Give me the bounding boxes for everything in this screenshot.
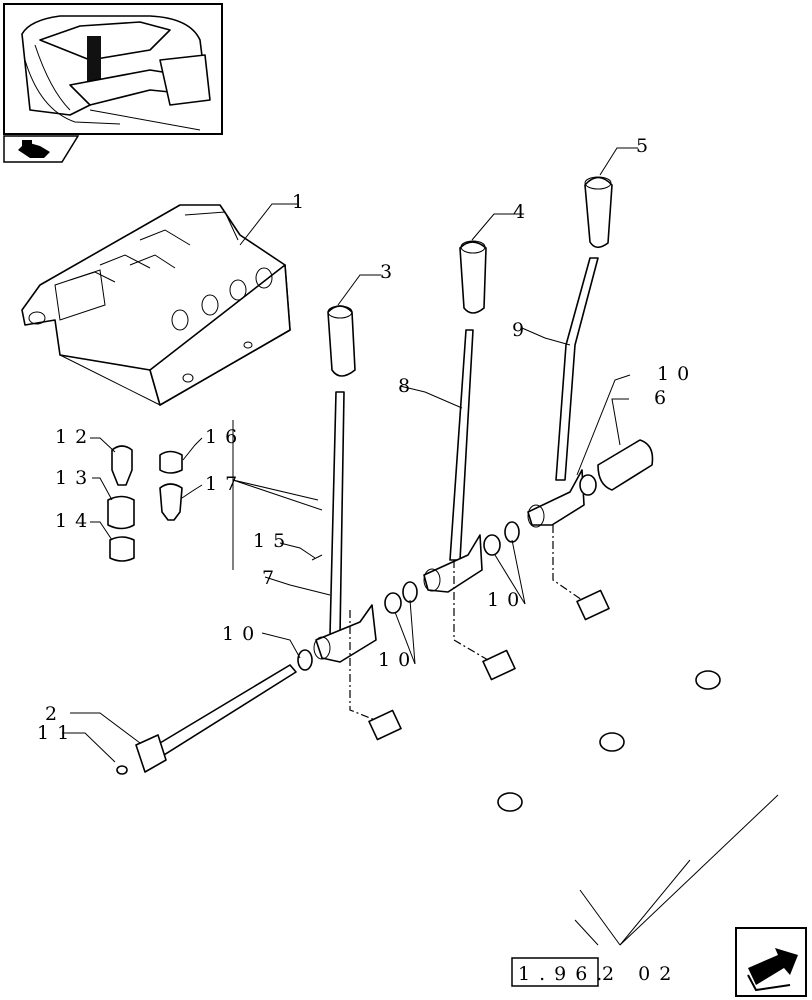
reference-box: 1.96. 2 02 bbox=[511, 957, 680, 987]
callout-6: 6 bbox=[654, 387, 674, 409]
tractor-cab-thumbnail-icon bbox=[3, 3, 223, 135]
reference-prefix: 1.96. bbox=[518, 963, 611, 985]
cables bbox=[368, 589, 781, 921]
small-parts bbox=[107, 445, 323, 562]
knob-4 bbox=[459, 240, 487, 314]
callout-14: 14 bbox=[55, 510, 95, 532]
callout-8: 8 bbox=[398, 375, 418, 397]
callout-5: 5 bbox=[636, 135, 656, 157]
callout-11: 11 bbox=[37, 722, 77, 744]
shaft-part-2 bbox=[116, 664, 297, 775]
next-page-arrow-icon[interactable] bbox=[735, 927, 807, 997]
lever-8 bbox=[423, 329, 483, 593]
callout-2: 2 bbox=[45, 703, 65, 725]
alignment-lines bbox=[232, 420, 583, 721]
hand-pointer-icon[interactable] bbox=[3, 135, 80, 163]
reference-suffix: 2 02 bbox=[602, 963, 680, 985]
lever-9 bbox=[527, 257, 599, 528]
knob-5 bbox=[584, 176, 613, 249]
callout-4: 4 bbox=[513, 201, 533, 223]
lever-7 bbox=[313, 391, 377, 663]
callout-12: 12 bbox=[55, 426, 95, 448]
knob-3 bbox=[327, 305, 356, 377]
callout-16: 16 bbox=[205, 426, 245, 448]
callout-9: 9 bbox=[512, 319, 532, 341]
bracket-part bbox=[21, 204, 291, 406]
callout-13: 13 bbox=[55, 467, 95, 489]
callout-labels: 1 2 3 4 5 6 7 8 9 10 10 10 10 11 12 13 1… bbox=[37, 135, 697, 744]
callout-1: 1 bbox=[292, 191, 312, 213]
callout-10-left: 10 bbox=[222, 623, 262, 645]
callout-10-right: 10 bbox=[487, 589, 527, 611]
callout-15: 15 bbox=[253, 530, 293, 552]
callout-10-upper: 10 bbox=[657, 363, 697, 385]
washers bbox=[297, 439, 654, 671]
callout-10-middle: 10 bbox=[378, 649, 418, 671]
leader-lines bbox=[62, 147, 779, 946]
callout-3: 3 bbox=[380, 261, 400, 283]
callout-7: 7 bbox=[262, 567, 282, 589]
callout-17: 17 bbox=[205, 473, 245, 495]
